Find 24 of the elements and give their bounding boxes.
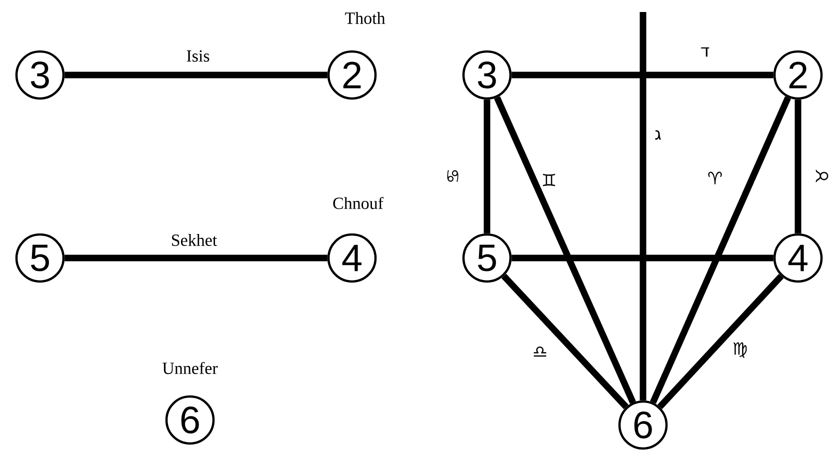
edge-label: Isis (185, 49, 211, 63)
connecting-line (64, 254, 328, 262)
edge-label: ד (699, 46, 711, 58)
connecting-line (640, 12, 646, 400)
edge-label: ♍ (731, 341, 749, 359)
connecting-line (501, 274, 629, 410)
edge-label: ג (654, 129, 662, 141)
edge-label: ♋ (446, 167, 460, 185)
connecting-line (650, 96, 791, 404)
edge-label: ♊ (540, 172, 558, 188)
edge-label: ♎ (531, 345, 549, 359)
name-label: Unnefer (162, 362, 218, 374)
connecting-line (484, 100, 490, 234)
name-label: Chnouf (333, 196, 384, 210)
edge-label: ♈ (706, 170, 724, 186)
connecting-line (64, 72, 328, 78)
name-label: Thoth (345, 12, 386, 24)
connecting-line (657, 274, 784, 410)
connecting-line (512, 254, 774, 262)
connecting-line (494, 96, 636, 404)
edge-label: Sekhet (170, 233, 218, 247)
connecting-line (512, 72, 774, 78)
connecting-line (794, 100, 802, 234)
edge-label: ♉ (814, 167, 830, 185)
